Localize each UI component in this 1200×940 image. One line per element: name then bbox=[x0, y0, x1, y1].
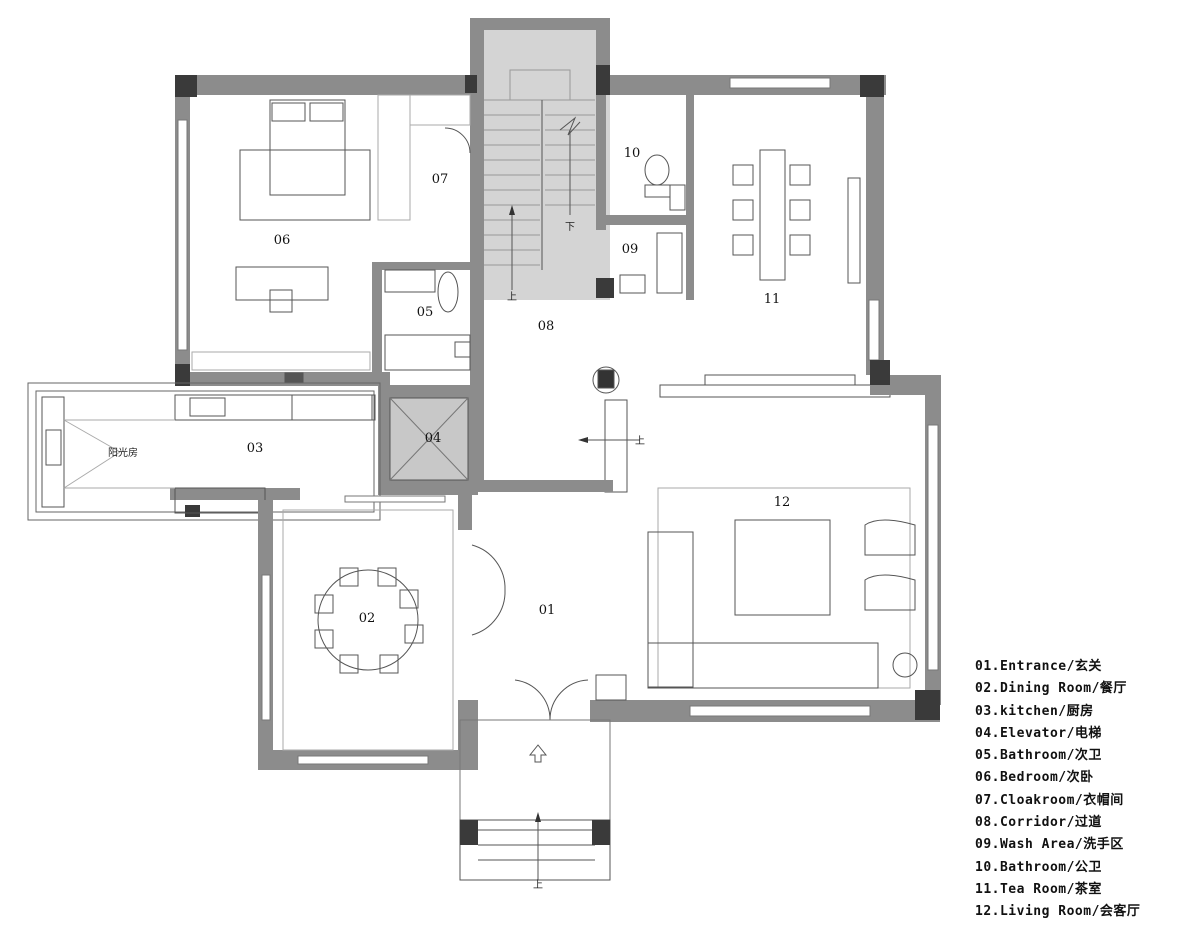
legend-item: 09.Wash Area/洗手区 bbox=[975, 837, 1124, 853]
porch bbox=[459, 719, 611, 881]
room-legend: 01.Entrance/玄关 02.Dining Room/餐厅 03.kitc… bbox=[975, 656, 1140, 924]
room-label-bathroom-10: 10 bbox=[624, 146, 641, 161]
legend-item: 04.Elevator/电梯 bbox=[975, 725, 1102, 741]
kitchen-fixtures bbox=[41, 394, 376, 514]
stair-down-label: 下 bbox=[565, 222, 575, 233]
entrance-doors bbox=[471, 544, 589, 721]
room-label-bathroom-05: 05 bbox=[417, 305, 434, 320]
room-label-living-room: 12 bbox=[774, 495, 791, 510]
tea-room-walls bbox=[860, 75, 884, 375]
dining-walls bbox=[258, 490, 478, 770]
living-room-walls bbox=[590, 360, 941, 722]
room-label-dining: 02 bbox=[359, 611, 376, 626]
room-label-wash-area: 09 bbox=[622, 242, 639, 257]
bathroom-10-fixtures bbox=[619, 154, 686, 294]
room-label-bedroom: 06 bbox=[274, 233, 291, 248]
legend-item: 06.Bedroom/次卧 bbox=[975, 770, 1094, 786]
elevator bbox=[378, 385, 613, 495]
room-label-cloakroom: 07 bbox=[432, 172, 449, 187]
legend-item: 07.Cloakroom/衣帽间 bbox=[975, 792, 1124, 808]
legend-item: 11.Tea Room/茶室 bbox=[975, 881, 1102, 897]
room-label-kitchen: 03 bbox=[247, 441, 264, 456]
living-step-up-label: 上 bbox=[635, 435, 645, 447]
porch-step-up-label: 上 bbox=[533, 879, 543, 891]
room-label-entrance: 01 bbox=[539, 603, 556, 618]
tea-table-set bbox=[592, 149, 891, 398]
kitchen-walls bbox=[27, 382, 381, 521]
legend-item: 05.Bathroom/次卫 bbox=[975, 748, 1102, 764]
legend-item: 03.kitchen/厨房 bbox=[975, 703, 1094, 719]
room-label-corridor: 08 bbox=[538, 319, 555, 334]
sunroom-label: 阳光房 bbox=[108, 446, 138, 459]
dining-table-set bbox=[282, 509, 454, 751]
legend-item: 12.Living Room/会客厅 bbox=[975, 904, 1141, 920]
living-furniture bbox=[595, 399, 918, 701]
legend-item: 08.Corridor/过道 bbox=[975, 815, 1102, 831]
bathroom-05-fixtures bbox=[384, 269, 471, 371]
room-label-elevator: 04 bbox=[425, 431, 442, 446]
stair-up-label: 上 bbox=[507, 291, 517, 303]
bathroom-10-walls bbox=[596, 65, 886, 300]
legend-item: 01.Entrance/玄关 bbox=[975, 659, 1102, 674]
bedroom-furniture bbox=[191, 94, 471, 384]
stair-shaft bbox=[470, 18, 610, 300]
legend-item: 10.Bathroom/公卫 bbox=[975, 859, 1102, 875]
room-label-tea-room: 11 bbox=[764, 292, 781, 307]
legend-item: 02.Dining Room/餐厅 bbox=[975, 681, 1127, 697]
